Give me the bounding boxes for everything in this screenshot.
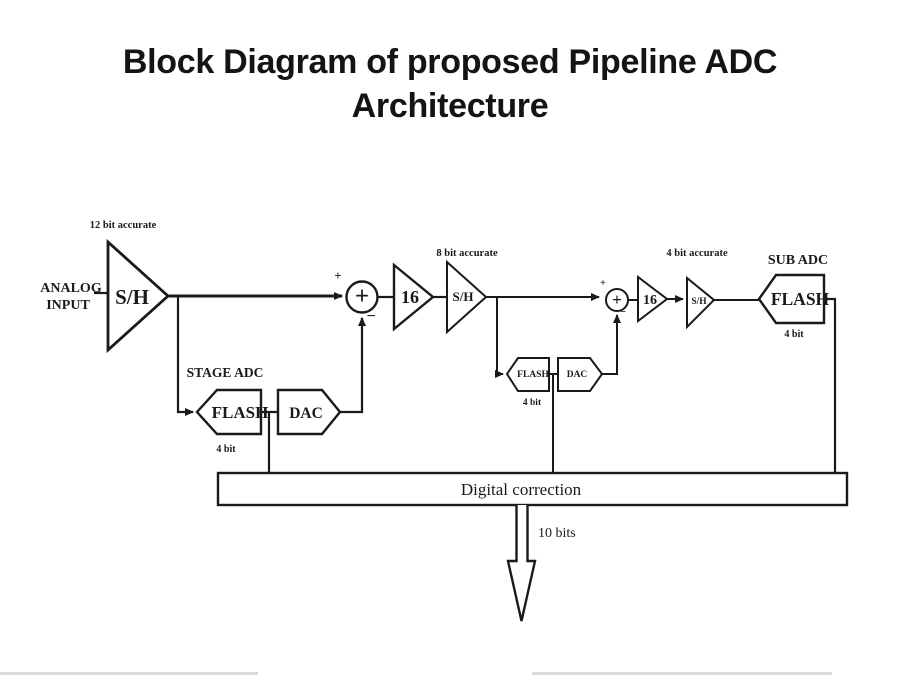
accuracy-label-stage3: 4 bit accurate (666, 248, 728, 259)
slide-title-line1: Block Diagram of proposed Pipeline ADC (122, 43, 778, 81)
sample-hold-2-label: S/H (453, 289, 474, 304)
analog-input-label-line2: INPUT (46, 298, 90, 313)
dac-2-block (557, 357, 604, 392)
stage-adc-label: STAGE ADC (187, 365, 264, 380)
dac-1-block (276, 388, 342, 436)
dac-1-label: DAC (289, 405, 323, 422)
summing-junction-1 (345, 280, 379, 314)
flash-1-bits-label: 4 bit (216, 444, 236, 455)
flash-2-bits-label: 4 bit (523, 398, 542, 408)
gain-amp-1-block (392, 262, 435, 332)
summer2-plus-sign: + (600, 278, 606, 289)
flash-3-bits-label: 4 bit (784, 329, 804, 340)
summer1-plus-sign: + (334, 268, 341, 283)
gain-amp-2-label: 16 (643, 293, 657, 308)
summer2-symbol: + (612, 290, 622, 309)
gain-amp-2-block (637, 274, 669, 324)
slide-title: Block Diagram of proposed Pipeline ADC A… (0, 40, 900, 128)
output-bus-arrow (506, 505, 537, 622)
digital-correction-block (216, 471, 849, 507)
dac-2-label: DAC (567, 370, 588, 380)
accuracy-label-stage1: 12 bit accurate (90, 220, 157, 231)
sample-hold-3-block (686, 275, 716, 330)
branch-line-to-flash-2 (495, 297, 504, 378)
scan-edge-artifact-left (0, 672, 258, 675)
sample-hold-1-label: S/H (115, 285, 149, 309)
output-bus-label: 10 bits (538, 526, 576, 541)
summing-junction-2 (605, 288, 629, 312)
flash-adc-2-block (505, 357, 550, 392)
flash-adc-3-label: FLASH (771, 289, 830, 309)
dac1-feedback-line (340, 317, 366, 414)
gain-amp-1-label: 16 (401, 287, 419, 307)
analog-input-label-line1: ANALOG (40, 281, 102, 296)
summer1-symbol: + (355, 283, 369, 310)
digital-correction-label: Digital correction (461, 480, 582, 499)
branch-line-to-flash-1 (176, 296, 194, 416)
sample-hold-2-block (446, 259, 488, 335)
flash-adc-3-block (757, 273, 826, 325)
scan-edge-artifact-right (532, 672, 832, 675)
flash3-output-line (824, 297, 837, 474)
flash-adc-1-block (195, 388, 263, 436)
summer1-minus-sign: − (366, 308, 375, 325)
summer2-minus-sign: − (620, 306, 626, 318)
slide-title-line2: Architecture (351, 87, 549, 125)
sub-adc-label: SUB ADC (768, 253, 828, 268)
flash-adc-2-label: FLASH (517, 370, 549, 380)
accuracy-label-stage2: 8 bit accurate (436, 248, 498, 259)
flash-adc-1-label: FLASH (212, 403, 269, 422)
sample-hold-1-block (106, 238, 171, 354)
sample-hold-3-label: S/H (691, 297, 707, 307)
dac2-feedback-line (602, 314, 621, 375)
